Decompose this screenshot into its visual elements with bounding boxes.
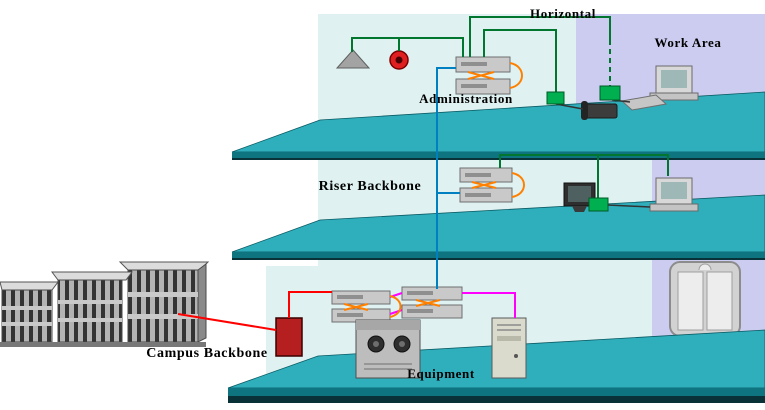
computer-base [649,203,699,212]
label-equipment: Equipment [407,366,475,381]
ground-floor-shadow-band [228,396,765,403]
jack-to-phone-cord [555,103,584,110]
top-floor-shadow-line [232,158,765,160]
building-floor-band [58,318,122,322]
alarm-center [395,56,403,64]
work-area-computer-mid [649,177,699,212]
building-face-middle [57,279,123,343]
hub-ports [465,173,491,177]
tower-slot [497,336,521,341]
building-floor-band [2,322,52,326]
mid-cable-to-computer [598,154,669,176]
top-floor-front-edge [232,152,765,158]
equipment-switch-stack-1 [331,290,391,323]
cables [177,16,669,331]
monitor-screen [568,186,591,202]
horizontal-cable-run [469,16,611,57]
wall-jack-icon [546,91,565,105]
campus-backbone-riser [288,291,332,318]
building-face-right [127,269,199,343]
wall-monitor-icon [563,182,596,212]
keyboard-icon [620,94,668,111]
label-riser-backbone: Riser Backbone [319,179,422,194]
cabinet-dial-center [399,341,405,347]
wall-jack-icon [588,197,609,212]
mid-floor-front-edge [232,252,765,258]
mid-horizontal-cable [499,154,599,198]
cable-to-tower-server [462,292,516,318]
campus-building [0,261,210,347]
tower-drive-bays [497,324,521,331]
label-work-area: Work Area [655,35,722,50]
tower-body [491,317,527,379]
diagram-labels: Horizontal Work Area Administration Rise… [146,6,721,381]
building-side-face [197,263,207,343]
hub-ports [461,84,487,88]
orange-patch-loop-mid [471,172,525,198]
label-administration: Administration [419,91,513,106]
campus-backbone-cable [177,313,277,331]
hub-ports [465,193,491,197]
switch-ports [337,313,363,317]
building-floor-band [2,306,52,310]
phone-handset [581,101,588,120]
building-floor-band [58,300,122,304]
equipment-switch-stack-2 [401,286,463,319]
orange-patch-loop-sw2 [415,299,441,307]
elevator-door-left [677,271,704,331]
wall-jacks [546,85,621,212]
wall-jack-icon [599,85,621,101]
monitor-stand [572,206,587,212]
switch-ports [407,309,433,313]
tower-power-button [514,354,518,358]
cabinet-top [356,320,420,330]
elevator-arch-icon [698,263,712,271]
label-campus-backbone: Campus Backbone [146,346,267,361]
building-base [0,342,206,347]
mid-floor-shadow-line [232,258,765,260]
elevator-door-right [706,271,733,331]
building-floor-band [128,314,198,319]
orange-patch-loop-top [467,62,523,89]
campus-backbone-junction-box [275,317,303,357]
building-roof-left [0,281,59,291]
monitor-screen [661,70,687,88]
phone-icon [581,101,618,120]
tower-server-icon [491,317,527,379]
building-roof-right [118,261,210,271]
building-face-left [1,289,53,343]
ceiling-lamp-icon [335,49,371,69]
ground-floor-front-edge [228,388,765,396]
riser-backbone-cable [436,67,456,289]
phone-body [584,103,618,119]
cable-to-lamp [351,37,464,57]
jack-to-computer-cord [607,204,651,208]
cabinet-dial-center [373,341,379,347]
elevator-doors [669,261,741,337]
riser-hub-stack [459,167,513,203]
horizontal-cable-run-2 [483,29,557,92]
switch-ports [407,291,433,295]
monitor-screen [661,182,687,199]
label-horizontal: Horizontal [530,6,596,21]
building-floor-band [128,292,198,297]
server-cabinet-icon [355,319,421,379]
orange-patch-loop-sw1 [343,295,402,318]
work-area-computer-top [649,65,699,101]
building-roof-middle [51,271,133,281]
hub-ports [461,62,487,66]
cabinet-vents [364,363,412,370]
switch-ports [337,295,363,299]
alarm-icon [389,50,409,70]
